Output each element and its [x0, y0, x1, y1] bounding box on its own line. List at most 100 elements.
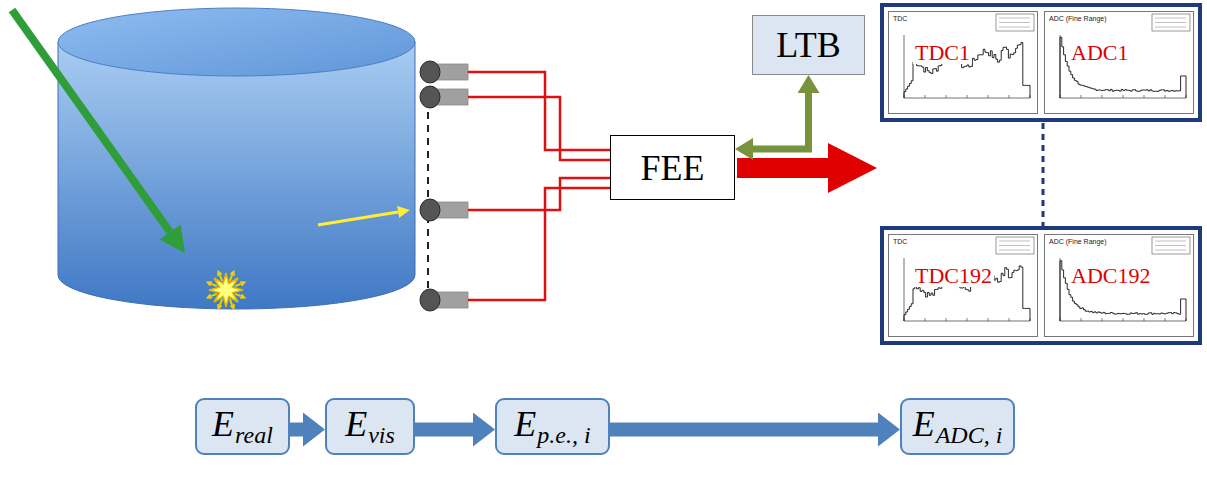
light-ray [235, 294, 241, 296]
stats-box [996, 14, 1034, 31]
signal-cable [468, 178, 610, 210]
connector-arrow [610, 423, 878, 437]
incoming-particle [12, 10, 170, 232]
light-ray [220, 275, 222, 281]
histogram-panel [882, 5, 1200, 120]
stats-box [1152, 14, 1190, 31]
plot-axes [1060, 35, 1186, 98]
stats-box [1152, 237, 1190, 254]
channel-label: ADC192 [1069, 265, 1152, 287]
axis-tick [1144, 95, 1145, 98]
light-ray [220, 299, 222, 305]
channel-label: TDC1 [913, 42, 972, 64]
axis-tick [1081, 318, 1082, 321]
pmt-base [436, 89, 468, 105]
box-label: FEE [640, 150, 704, 186]
energy-symbol: E [345, 406, 367, 442]
stats-line [1155, 22, 1186, 23]
stats-line [999, 18, 1030, 19]
detector-cylinder [58, 42, 415, 309]
axis-tick [1081, 95, 1082, 98]
channel-ellipsis [1042, 123, 1045, 226]
histogram-panel [882, 228, 1200, 343]
plot-axes [904, 258, 1030, 321]
histogram-curve [1060, 261, 1186, 321]
axis-tick [988, 95, 989, 98]
energy-subscript: ADC, i [936, 423, 1003, 447]
histogram-plot: ADC (Fine Range) ADC192 [1044, 234, 1194, 337]
pmt-dome [420, 289, 440, 311]
pmt-dome [420, 86, 440, 108]
stats-line [1155, 250, 1186, 251]
pmt-base [436, 202, 468, 218]
energy-subscript: real [235, 423, 273, 447]
stats-line [1155, 27, 1186, 28]
channel-label: ADC1 [1069, 42, 1130, 64]
histogram-plot: TDC TDC192 [888, 234, 1038, 337]
detector-top [58, 8, 415, 76]
axis-tick [925, 95, 926, 98]
signal-cable [468, 188, 610, 300]
axis-tick [988, 318, 989, 321]
stats-line [1155, 245, 1186, 246]
energy-stage-box: EADC, i [900, 398, 1015, 455]
light-ray [211, 294, 217, 296]
axis-tick [1123, 318, 1124, 321]
channel-label: TDC192 [913, 265, 994, 287]
plot-axes [904, 35, 1030, 98]
signal-cable [468, 72, 610, 150]
histogram-curve [904, 266, 1030, 321]
connector-arrow [753, 93, 809, 149]
histogram-curve [904, 42, 1030, 98]
axis-tick [1144, 318, 1145, 321]
plot-title: TDC [893, 15, 1037, 22]
axis-tick [925, 318, 926, 321]
histogram-plot: TDC TDC1 [888, 11, 1038, 114]
stats-line [999, 241, 1030, 242]
plot-axes [1060, 258, 1186, 321]
stats-line [999, 245, 1030, 246]
pmt-dome [420, 199, 440, 221]
energy-subscript: p.e., i [537, 423, 590, 447]
signal-cable [468, 97, 610, 160]
histogram-plot: ADC (Fine Range) ADC1 [1044, 11, 1194, 114]
light-ray [235, 284, 241, 286]
energy-stage-box: Ep.e., i [495, 398, 610, 455]
axis-tick [1102, 318, 1103, 321]
axis-tick [946, 318, 947, 321]
light-ray [230, 275, 232, 281]
energy-symbol: E [212, 406, 234, 442]
plot-title: ADC (Fine Range) [1049, 238, 1193, 245]
pmt-base [436, 292, 468, 308]
axis-tick [1009, 318, 1010, 321]
axis-tick [1165, 95, 1166, 98]
pmt-base [436, 64, 468, 80]
connector-arrow [415, 423, 473, 437]
stats-line [1155, 241, 1186, 242]
axis-tick [967, 95, 968, 98]
light-ray [211, 284, 217, 286]
stats-line [999, 27, 1030, 28]
pmt-dome [420, 61, 440, 83]
axis-tick [1123, 95, 1124, 98]
stats-box [996, 237, 1034, 254]
electronics-box: FEE [610, 135, 735, 200]
trigger-box: LTB [752, 15, 865, 75]
axis-tick [967, 318, 968, 321]
energy-stage-box: Ereal [195, 398, 290, 455]
axis-tick [1102, 95, 1103, 98]
histogram-curve [1060, 37, 1186, 98]
energy-symbol: E [514, 406, 536, 442]
axis-tick [1009, 95, 1010, 98]
stats-line [999, 22, 1030, 23]
light-ray [230, 299, 232, 305]
photon-path [318, 212, 398, 225]
axis-tick [1165, 318, 1166, 321]
plot-title: ADC (Fine Range) [1049, 15, 1193, 22]
stats-line [999, 250, 1030, 251]
plot-title: TDC [893, 238, 1037, 245]
box-label: LTB [776, 27, 841, 63]
scintillation-flash [209, 273, 243, 307]
axis-tick [946, 95, 947, 98]
